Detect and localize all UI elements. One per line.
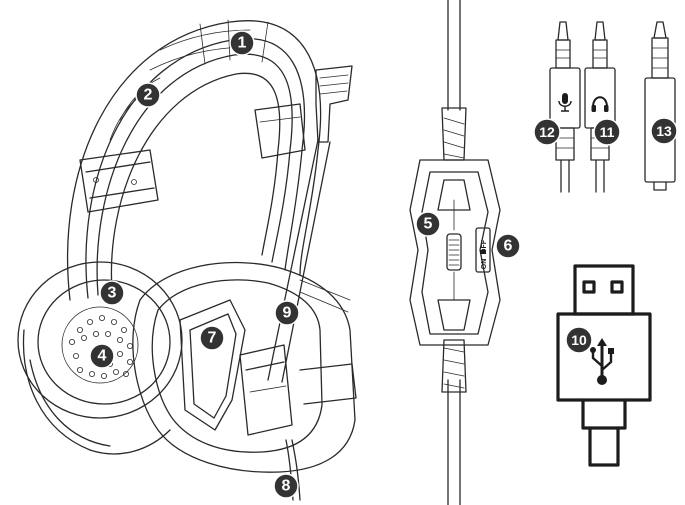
right-ear-cup	[132, 261, 357, 473]
svg-text:8: 8	[282, 478, 291, 495]
headphone-plug	[584, 21, 616, 193]
splitter-plugs	[549, 21, 676, 193]
svg-text:13: 13	[656, 123, 672, 139]
callout-6: 6	[495, 233, 521, 259]
speaker-grille	[61, 306, 139, 384]
callout-12: 12	[533, 118, 561, 146]
callout-4: 4	[89, 343, 115, 369]
callout-13: 13	[650, 117, 678, 145]
svg-text:12: 12	[539, 124, 555, 140]
callout-1: 1	[229, 30, 255, 56]
callout-5: 5	[415, 211, 441, 237]
mic-plug	[549, 21, 581, 193]
headband	[66, 20, 322, 301]
svg-text:4: 4	[98, 348, 107, 365]
left-ear-cushion	[17, 261, 183, 455]
usb-icon	[590, 338, 614, 385]
svg-text:9: 9	[283, 305, 292, 322]
svg-text:6: 6	[504, 238, 513, 255]
svg-text:11: 11	[600, 124, 615, 140]
switch-off-label: OFF	[481, 239, 488, 254]
headset-cable	[291, 439, 301, 501]
callout-3: 3	[99, 280, 125, 306]
mic-boom	[239, 65, 353, 436]
combo-plug	[644, 21, 676, 191]
svg-text:1: 1	[238, 35, 247, 52]
headphone-icon	[591, 96, 609, 112]
usb-plug	[556, 264, 652, 467]
svg-text:3: 3	[108, 285, 117, 302]
microphone-icon	[558, 93, 572, 112]
svg-text:2: 2	[144, 87, 153, 104]
svg-text:7: 7	[208, 330, 217, 347]
headset-illustration	[17, 19, 357, 501]
mic-switch: OFF ON	[475, 227, 491, 273]
headband-slider	[79, 149, 159, 213]
callout-2: 2	[135, 82, 161, 108]
callout-8: 8	[273, 473, 299, 499]
callout-10: 10	[565, 326, 593, 354]
inline-controller: OFF ON	[409, 0, 501, 505]
svg-text:10: 10	[571, 332, 587, 348]
volume-wheel	[446, 233, 462, 271]
callout-11: 11	[593, 118, 621, 146]
switch-on-label: ON	[481, 259, 488, 270]
callout-9: 9	[274, 300, 300, 326]
callout-7: 7	[199, 325, 225, 351]
svg-text:5: 5	[424, 216, 433, 233]
